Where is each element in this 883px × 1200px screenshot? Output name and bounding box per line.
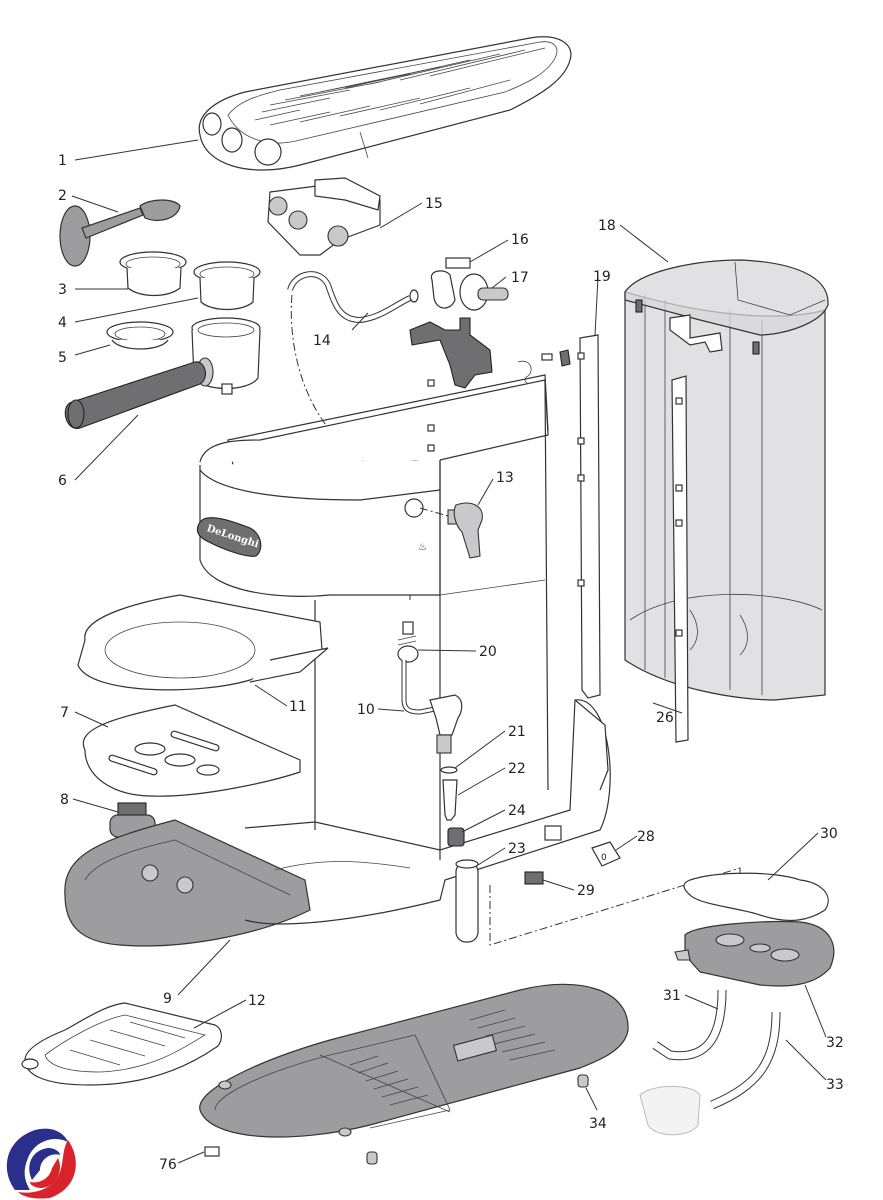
svg-text:0: 0 [601, 853, 607, 863]
callout-7[interactable]: 7 [60, 705, 69, 721]
part-4-filter-two-cup[interactable] [193, 261, 261, 311]
callout-labels: 1 2 3 4 5 6 7 8 9 10 11 12 13 14 15 16 1… [58, 153, 844, 1173]
callout-32[interactable]: 32 [826, 1035, 844, 1051]
steam-symbol: ♨ [418, 542, 427, 553]
callout-8[interactable]: 8 [60, 792, 69, 808]
part-11-front-trim[interactable] [77, 594, 329, 691]
part-10-steam-tube[interactable] [401, 660, 463, 754]
part-33-tube[interactable] [710, 1011, 781, 1110]
callout-2[interactable]: 2 [58, 188, 67, 204]
part-26-water-tank[interactable] [624, 291, 826, 701]
steam-lever [409, 317, 493, 389]
part-29-connector[interactable] [524, 871, 544, 885]
callout-4[interactable]: 4 [58, 315, 67, 331]
part-31-tube[interactable] [652, 989, 727, 1061]
part-18-water-tank-lid[interactable] [624, 259, 829, 355]
part-12-cup-tray[interactable] [21, 1002, 222, 1086]
part-2-measuring-scoop[interactable] [59, 199, 181, 267]
callout-19[interactable]: 19 [593, 269, 611, 285]
callout-11[interactable]: 11 [289, 699, 307, 715]
callout-21[interactable]: 21 [508, 724, 526, 740]
part-22-nozzle[interactable] [442, 779, 458, 821]
callout-23[interactable]: 23 [508, 841, 526, 857]
callout-3[interactable]: 3 [58, 282, 67, 298]
part-5-filter-pod[interactable] [106, 321, 174, 350]
part-7-drip-tray-grille[interactable] [82, 704, 301, 797]
callout-34[interactable]: 34 [589, 1116, 607, 1132]
part-17-steam-valve[interactable] [430, 270, 509, 311]
part-76-plug[interactable] [204, 1146, 220, 1157]
callout-20[interactable]: 20 [479, 644, 497, 660]
callout-16[interactable]: 16 [511, 232, 529, 248]
callout-1[interactable]: 1 [58, 153, 67, 169]
part-3-filter-one-cup[interactable] [119, 251, 187, 297]
callout-26[interactable]: 26 [656, 710, 674, 726]
callout-24[interactable]: 24 [508, 803, 526, 819]
flowmeter-ghost [639, 1085, 701, 1136]
part-15-control-panel[interactable] [267, 177, 381, 256]
part-6-filter-holder[interactable] [64, 317, 261, 429]
tank-slide-rail [671, 375, 689, 743]
callout-33[interactable]: 33 [826, 1077, 844, 1093]
part-34-foot[interactable] [577, 1074, 589, 1088]
leader-lines [71, 139, 827, 1164]
part-14-silicone-tube[interactable] [287, 271, 419, 324]
callout-6[interactable]: 6 [58, 473, 67, 489]
part-24-nozzle-ring[interactable] [447, 827, 465, 847]
callout-13[interactable]: 13 [496, 470, 514, 486]
part-23-frother-sleeve[interactable] [455, 859, 479, 943]
callout-15[interactable]: 15 [425, 196, 443, 212]
foot-front [366, 1151, 378, 1165]
bottom-base-plate[interactable] [199, 983, 629, 1138]
part-19-side-rail[interactable] [577, 334, 601, 699]
machine-body [199, 374, 549, 860]
part-32-valve-plate[interactable] [674, 920, 835, 987]
part-9-drip-tray[interactable] [64, 819, 311, 947]
watermark-logo [6, 1128, 76, 1199]
callout-76[interactable]: 76 [159, 1157, 177, 1173]
callout-30[interactable]: 30 [820, 826, 838, 842]
callout-9[interactable]: 9 [163, 991, 172, 1007]
callout-28[interactable]: 28 [637, 829, 655, 845]
part-28-switch[interactable]: 0 [591, 841, 621, 867]
callout-31[interactable]: 31 [663, 988, 681, 1004]
callout-5[interactable]: 5 [58, 350, 67, 366]
machine-base [244, 699, 611, 925]
part-21-o-ring[interactable] [440, 766, 458, 774]
part-30-gasket[interactable] [683, 872, 829, 921]
callout-10[interactable]: 10 [357, 702, 375, 718]
callout-29[interactable]: 29 [577, 883, 595, 899]
part-13-steam-knob[interactable] [419, 502, 483, 559]
part-20-connector[interactable] [397, 621, 419, 663]
callout-12[interactable]: 12 [248, 993, 266, 1009]
callout-17[interactable]: 17 [511, 270, 529, 286]
callout-18[interactable]: 18 [598, 218, 616, 234]
callout-22[interactable]: 22 [508, 761, 526, 777]
part-1-top-cover[interactable] [198, 36, 572, 171]
part-16-microswitch[interactable] [445, 257, 471, 269]
callout-14[interactable]: 14 [313, 333, 331, 349]
